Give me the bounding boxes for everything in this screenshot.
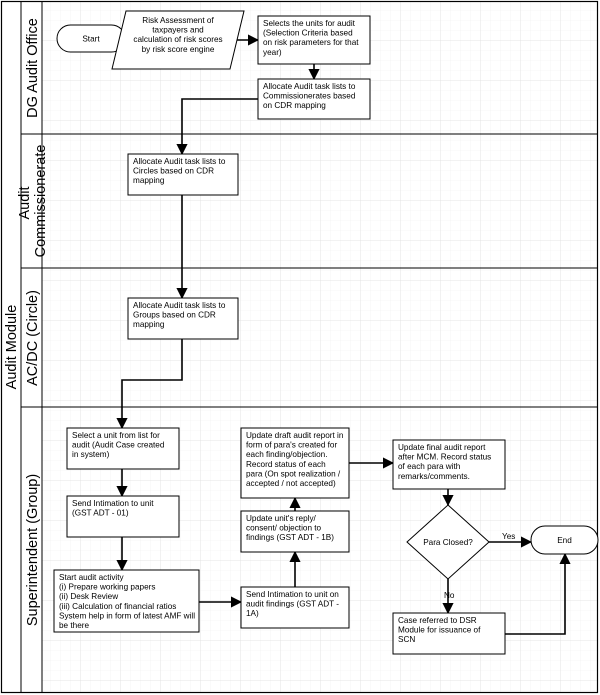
select-unit-list-box-text-line-2: audit (Audit Case created bbox=[72, 441, 165, 450]
end-terminator-shape bbox=[530, 525, 599, 555]
update-draft-box-text-line-3: each finding/objection. bbox=[246, 450, 327, 459]
start-audit-activity-box: Start audit activity(i) Prepare working … bbox=[53, 569, 200, 633]
edge-label-yes: Yes bbox=[502, 532, 515, 541]
update-final-box-text-line-4: remarks/comments. bbox=[398, 472, 470, 481]
edge-allocate-commissionerates-to-allocate-circles bbox=[176, 98, 258, 156]
dsr-referral-box-text-line-2: Module for issuance of bbox=[398, 626, 481, 635]
dsr-referral-box-shape bbox=[392, 612, 506, 655]
start-audit-activity-box-text-line-4: (iii) Calculation of financial ratios bbox=[59, 602, 176, 611]
update-reply-box-text-line-2: consent/ objection to bbox=[246, 524, 322, 533]
start-terminator: Start bbox=[56, 24, 126, 53]
allocate-groups-box-shape bbox=[127, 297, 239, 340]
risk-assessment-parallelogram-text-line-4: by risk score engine bbox=[142, 45, 215, 54]
end-terminator: End bbox=[530, 525, 599, 555]
lane-label-audit-commissionerate: Audit Commissionerate bbox=[17, 145, 49, 258]
allocate-groups-box-text-line-3: mapping bbox=[133, 320, 165, 329]
start-terminator-label: Start bbox=[82, 35, 100, 44]
select-units-box: Selects the units for audit(Selection Cr… bbox=[257, 15, 371, 65]
risk-assessment-parallelogram-text-line-1: Risk Assessment of bbox=[142, 16, 214, 25]
allocate-commissionerates-box-text-line-2: Commissionerates based bbox=[263, 92, 356, 101]
update-draft-box-text-line-6: accepted / not accepted) bbox=[246, 479, 336, 488]
allocate-commissionerates-box: Allocate Audit task lists toCommissioner… bbox=[257, 78, 371, 120]
send-findings-box-text-line-2: audit findings (GST ADT - bbox=[246, 600, 339, 609]
allocate-commissionerates-box-text-line-3: on CDR mapping bbox=[263, 101, 326, 110]
send-intimation-box: Send Intimation to unit(GST ADT - 01) bbox=[66, 495, 180, 538]
allocate-circles-box-text-line-3: mapping bbox=[133, 176, 165, 185]
update-draft-box-text-line-1: Update draft audit report in bbox=[246, 431, 344, 440]
start-audit-activity-box-shape bbox=[53, 569, 200, 633]
start-audit-activity-box-text-line-5: System help in form of latest AMF will bbox=[59, 611, 195, 620]
lane-label-ac-dc-circle: AC/DC (Circle) bbox=[25, 290, 41, 386]
select-unit-list-box-text-line-1: Select a unit from list for bbox=[72, 431, 160, 440]
send-findings-box-text-line-3: 1A) bbox=[246, 609, 259, 618]
select-units-box-text-line-1: Selects the units for audit bbox=[263, 19, 356, 28]
start-audit-activity-box-text-line-1: Start audit activity bbox=[59, 573, 125, 582]
select-units-box-text-line-2: (Selection Criteria based bbox=[263, 29, 353, 38]
send-intimation-box-text-line-2: (GST ADT - 01) bbox=[72, 509, 129, 518]
update-reply-box-shape bbox=[240, 510, 350, 553]
update-final-box-text-line-3: of each para with bbox=[398, 462, 461, 471]
update-draft-box-text-line-5: para (On spot realization / bbox=[246, 469, 341, 478]
update-final-box-text-line-1: Update final audit report bbox=[398, 443, 486, 452]
update-draft-box-shape bbox=[240, 427, 350, 499]
edge-label-no: No bbox=[444, 591, 455, 600]
allocate-circles-box-text-line-2: Circles based on CDR bbox=[133, 167, 214, 176]
select-units-box-text-line-4: year) bbox=[263, 48, 282, 57]
allocate-commissionerates-box-text-line-1: Allocate Audit task lists to bbox=[263, 82, 356, 91]
update-reply-box: Update unit's reply/consent/ objection t… bbox=[240, 510, 350, 553]
allocate-circles-box-shape bbox=[127, 153, 239, 196]
edge-allocate-groups-to-select-unit-list bbox=[116, 339, 183, 430]
send-findings-box-shape bbox=[240, 586, 350, 629]
edge-dsr-to-end bbox=[505, 552, 571, 635]
select-units-box-shape bbox=[257, 15, 371, 65]
allocate-circles-box-text-line-1: Allocate Audit task lists to bbox=[133, 157, 226, 166]
update-draft-box-text-line-2: form of para's created for bbox=[246, 441, 337, 450]
lane-label-superintendent-group: Superintendent (Group) bbox=[25, 474, 41, 626]
lane-labels: DG Audit Office Audit Commissionerate AC… bbox=[17, 18, 49, 626]
lane-label-audit-commissionerate-line-1: Audit bbox=[17, 186, 33, 219]
module-title: Audit Module bbox=[4, 305, 20, 390]
select-unit-list-box-shape bbox=[66, 427, 180, 470]
update-final-box-text-line-2: after MCM. Record status bbox=[398, 453, 491, 462]
send-findings-box-text-line-1: Send Intimation to unit on bbox=[246, 590, 339, 599]
allocate-groups-box-text-line-2: Groups based on CDR bbox=[133, 311, 216, 320]
select-units-box-text-line-3: on risk parameters for that bbox=[263, 38, 359, 47]
dsr-referral-box-text-line-1: Case referred to DSR bbox=[398, 616, 477, 625]
risk-assessment-parallelogram-text-line-2: taxpayers and bbox=[152, 26, 204, 35]
update-draft-box-text-line-4: Record status of each bbox=[246, 460, 326, 469]
edges bbox=[116, 32, 571, 635]
para-closed-decision-label: Para Closed? bbox=[423, 538, 473, 547]
start-audit-activity-box-text-line-3: (ii) Desk Review bbox=[59, 592, 118, 601]
allocate-commissionerates-box-shape bbox=[257, 78, 371, 120]
lane-label-audit-commissionerate-line-2: Commissionerate bbox=[33, 145, 49, 258]
dsr-referral-box-text-line-3: SCN bbox=[398, 635, 415, 644]
para-closed-decision-shape bbox=[406, 504, 490, 580]
update-final-box-shape bbox=[392, 439, 506, 490]
update-reply-box-text-line-3: findings (GST ADT - 1B) bbox=[246, 533, 334, 542]
allocate-groups-box-text-line-1: Allocate Audit task lists to bbox=[133, 301, 226, 310]
lane-label-dg-audit-office: DG Audit Office bbox=[25, 18, 41, 118]
risk-assessment-parallelogram-text-line-3: calculation of risk scores bbox=[133, 35, 222, 44]
start-audit-activity-box-text-line-2: (i) Prepare working papers bbox=[59, 583, 155, 592]
para-closed-decision: Para Closed? bbox=[406, 504, 490, 580]
start-audit-activity-box-text-line-6: be there bbox=[59, 621, 89, 630]
send-intimation-box-shape bbox=[66, 495, 180, 538]
end-terminator-label: End bbox=[557, 536, 572, 545]
select-unit-list-box-text-line-3: in system) bbox=[72, 450, 110, 459]
risk-assessment-parallelogram-shape bbox=[111, 10, 245, 70]
send-intimation-box-text-line-1: Send Intimation to unit bbox=[72, 499, 154, 508]
update-reply-box-text-line-1: Update unit's reply/ bbox=[246, 514, 317, 523]
